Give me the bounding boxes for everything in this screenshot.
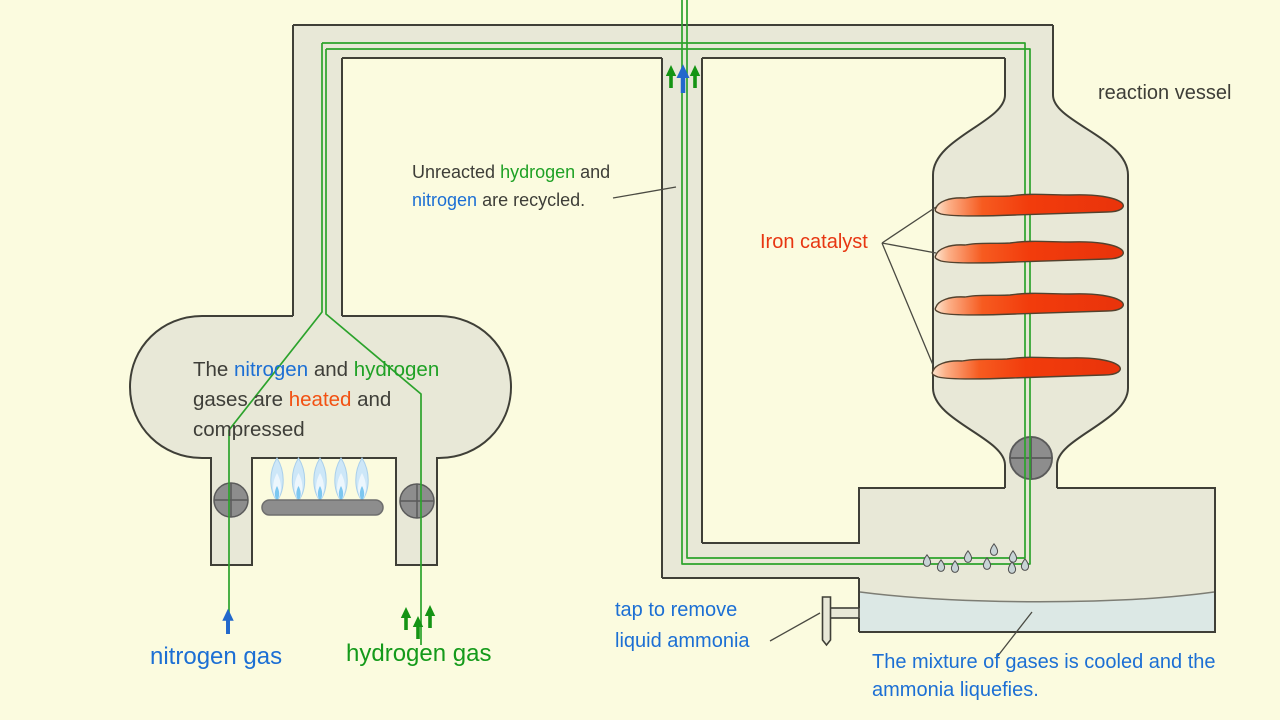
gas-line-nitrogen-inlet (228, 43, 323, 632)
tap-caption-line1: tap to remove (615, 599, 738, 621)
recycled-caption-line2: nitrogen are recycled. (412, 190, 586, 210)
cooled-caption: The mixture of gases is cooled and the a… (872, 648, 1216, 704)
recycle-return-pipe (662, 543, 859, 578)
tap-caption: tap to remove liquid ammonia (615, 595, 750, 657)
tap-caption-line2: liquid ammonia (615, 630, 750, 652)
catalyst-bed (931, 356, 1122, 380)
tap-handle (821, 596, 832, 647)
valve-icon (399, 483, 435, 519)
apparatus-outline (128, 24, 1216, 633)
gas-line-inner-loop (326, 0, 1031, 565)
burner-bar (261, 499, 384, 516)
annotation-leaders (612, 186, 1033, 658)
iron-catalyst-label: Iron catalyst (760, 231, 868, 253)
tap-leader-line (769, 612, 821, 642)
gas-line-outer-loop (322, 0, 1026, 559)
heater-caption-line1: The nitrogen and hydrogen (193, 358, 440, 381)
heater-caption-line2: gases are heated and (193, 388, 392, 411)
recycled-caption-line1: Unreacted hydrogen and (412, 162, 611, 182)
liquid-ammonia (860, 592, 1214, 631)
liquid-surface (859, 591, 1215, 603)
reaction-vessel-label: reaction vessel (1098, 82, 1232, 104)
nitrogen-gas-label: nitrogen gas (150, 643, 283, 670)
left-pipe (293, 25, 342, 320)
valve-icon (213, 482, 249, 518)
heating-chamber-body (130, 316, 511, 458)
burner (261, 457, 384, 516)
gas-line-hydrogen-inlet (325, 49, 422, 645)
heater-caption-line3: compressed (193, 418, 305, 441)
tap (821, 596, 860, 647)
tap-pipe (828, 607, 860, 619)
cooled-caption-line1: The mixture of gases is cooled and the (872, 651, 1216, 673)
gas-flow-lines (228, 0, 1031, 645)
catalyst-group (881, 193, 1125, 380)
recycled-leader-line (612, 186, 677, 199)
catalyst-bed (934, 193, 1125, 217)
catalyst-bed (934, 240, 1125, 264)
cooled-leader-line (996, 611, 1033, 658)
hydrogen-gas-label: hydrogen gas (346, 640, 492, 667)
valve-icon (1008, 435, 1054, 481)
recycled-caption: Unreacted hydrogen and nitrogen are recy… (412, 158, 610, 214)
catalyst-leader-lines (881, 206, 937, 366)
heater-caption: The nitrogen and hydrogen gases are heat… (193, 355, 439, 445)
cooled-caption-line2: ammonia liquefies. (872, 679, 1039, 701)
catalyst-bed (934, 292, 1125, 316)
